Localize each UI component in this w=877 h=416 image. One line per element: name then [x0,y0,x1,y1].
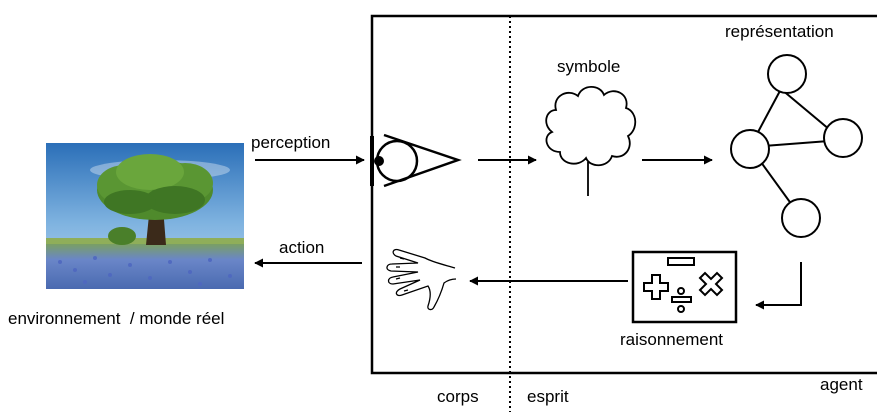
agent-label: agent [820,375,863,394]
graph-icon [730,54,863,238]
perception-label: perception [251,133,330,152]
agent-boundary [370,14,877,375]
environment-label: environnement / monde réel [8,309,224,328]
hand-icon [386,248,457,311]
eye-icon [370,133,462,188]
cloud-icon [545,85,637,196]
reasoning-label: raisonnement [620,330,723,349]
representation-label: représentation [725,22,834,41]
mind-label: esprit [527,387,569,406]
math-operators-icon [631,250,738,324]
body-label: corps [437,387,479,406]
environment-tree-photo [46,143,244,289]
action-label: action [279,238,324,257]
representation-to-reasoning-arrow [755,262,802,310]
symbol-label: symbole [557,57,620,76]
